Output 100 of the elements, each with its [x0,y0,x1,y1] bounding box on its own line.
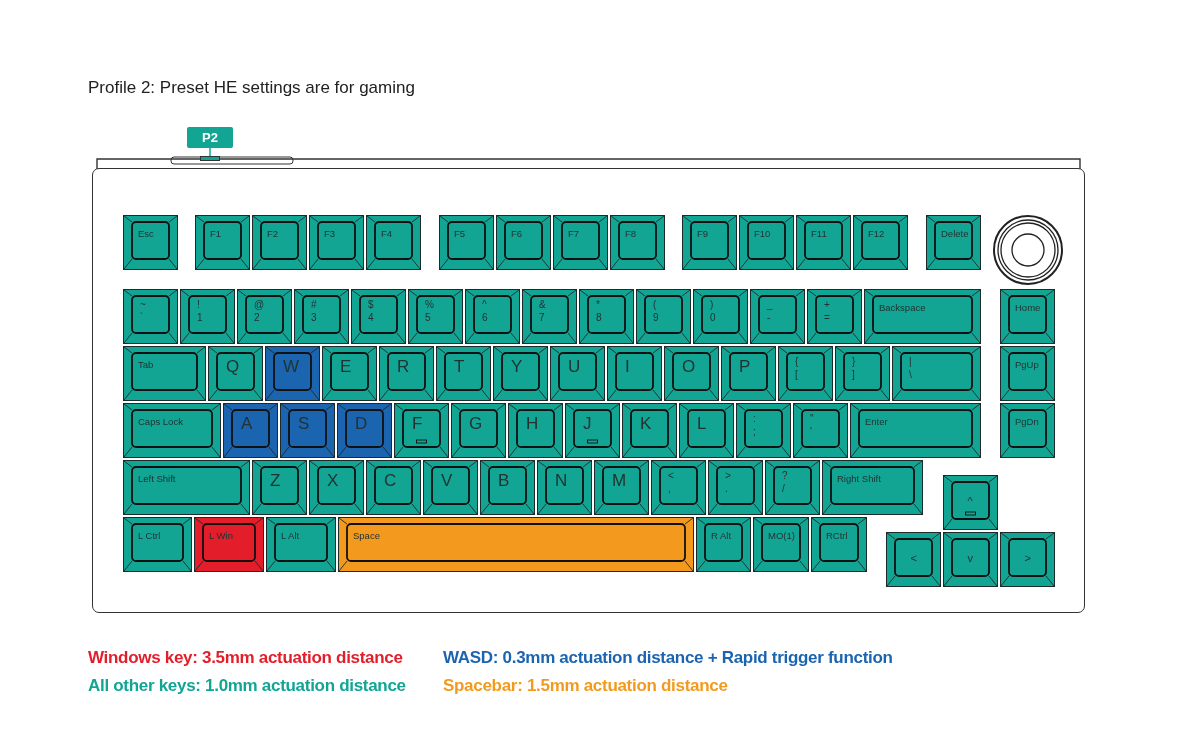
key-label: Right Shift [837,474,881,484]
keycap [607,346,662,401]
keycap [439,215,494,270]
key-label: [ [795,370,798,380]
key-label: ; [753,427,756,437]
key-label: < [910,552,917,564]
key-label: # [311,300,317,310]
keycap [496,215,551,270]
key-label: F1 [210,229,222,239]
key-label: & [539,300,546,310]
key-label: F7 [568,229,580,239]
key-label: > [725,471,731,481]
keycap [579,289,634,344]
key-label: F8 [625,229,637,239]
keycap [123,289,178,344]
key-label: ^ [967,495,973,507]
keycap [622,403,677,458]
key-label: L Alt [281,531,300,541]
keycap [309,215,364,270]
key-label: H [526,415,539,432]
keycap [265,346,320,401]
key-label: , [668,484,671,494]
key-label: ? [782,471,788,481]
keycap [679,403,734,458]
key-label: - [767,313,771,323]
key-label: F5 [454,229,466,239]
callout-tag: P2 [187,127,233,148]
keycap [294,289,349,344]
key-label: F4 [381,229,393,239]
key-label: 0 [710,313,716,323]
key-label: 2 [254,313,260,323]
keycap [1000,532,1055,587]
key-label: { [795,357,799,367]
keycap [651,460,706,515]
key-label: R [397,358,410,375]
key-label: Space [353,531,380,541]
key-label: Enter [865,417,888,427]
keycap [682,215,737,270]
key-label: 1 [197,313,203,323]
key-label: G [469,415,483,432]
keycap [807,289,862,344]
keycap [123,517,192,572]
key-label: + [824,300,830,310]
keycap [423,460,478,515]
keycap [550,346,605,401]
keycap [739,215,794,270]
key-label: N [555,472,568,489]
key-label: Q [226,358,240,375]
keycap [696,517,751,572]
keycap [194,517,264,572]
keycap [252,215,307,270]
key-label: ~ [140,300,146,310]
keycap [565,403,620,458]
key-label: 9 [653,313,659,323]
keycap [309,460,364,515]
key-label: 5 [425,313,431,323]
keycap [123,403,221,458]
keycap [123,460,250,515]
key-label: . [725,484,728,494]
keycap [778,346,833,401]
legend-text: Windows key: 3.5mm actuation distance [88,648,403,668]
keycap [926,215,981,270]
key-label: F10 [754,229,771,239]
keycap [195,215,250,270]
key-label: W [283,358,300,375]
key-label: F12 [868,229,885,239]
key-label: E [340,358,352,375]
key-label: \ [909,370,912,380]
keycap [835,346,890,401]
key-label: 6 [482,313,488,323]
keycap [180,289,235,344]
keycap [537,460,592,515]
keycap [892,346,981,401]
key-label: F11 [811,229,827,239]
keycap [753,517,809,572]
key-label: R Alt [711,531,732,541]
keycap [750,289,805,344]
key-label: L Win [209,531,233,541]
key-label: ' [810,427,812,437]
keycap [408,289,463,344]
keycap [252,460,307,515]
key-label: $ [368,300,374,310]
key-label: _ [767,300,773,310]
title: Profile 2: Preset HE settings are for gaming [88,78,415,98]
keycap [553,215,608,270]
key-label: " [810,414,814,424]
profile-switch [200,156,220,161]
keycap [465,289,520,344]
keycap [436,346,491,401]
key-label: 4 [368,313,374,323]
key-label: Tab [138,360,154,370]
key-label: Esc [138,229,154,239]
keycap [1000,289,1055,344]
keycap [708,460,763,515]
keycap [610,215,665,270]
keycap [693,289,748,344]
keycap [123,215,178,270]
key-label: Home [1015,303,1041,313]
keycap [811,517,867,572]
keycap [223,403,278,458]
